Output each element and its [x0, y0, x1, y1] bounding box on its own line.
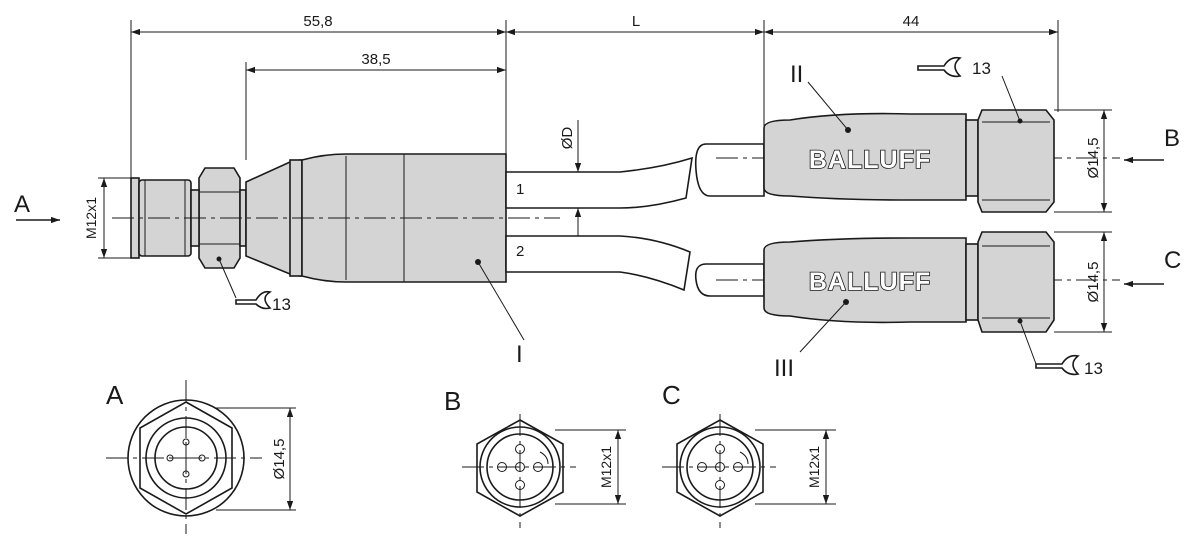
dim-female-length: 44	[903, 13, 920, 30]
dim-cable-length: L	[632, 13, 640, 30]
face-view-c	[662, 414, 776, 528]
dim-thread-male: M12x1	[83, 197, 99, 239]
dim-face-c: M12x1	[806, 446, 822, 488]
view-arrow-b: B	[1164, 125, 1180, 152]
part-splitter-label: I	[516, 341, 523, 368]
wrench-icon	[917, 56, 1021, 122]
face-label-b: B	[444, 386, 461, 416]
wrench-size-b: 13	[972, 59, 991, 78]
view-arrow-c: C	[1164, 247, 1181, 274]
dimension-lines	[130, 20, 1059, 180]
cables	[505, 143, 765, 297]
face-label-c: C	[662, 380, 681, 410]
dim-molded-length: 38,5	[361, 51, 390, 68]
face-view-a	[106, 380, 262, 534]
female-connector-b	[763, 109, 1055, 213]
part-connector-b-label: II	[790, 61, 803, 88]
wire-2-label: 2	[516, 243, 524, 260]
wrench-icon	[218, 258, 273, 310]
dim-wrench-c: Ø14,5	[1085, 262, 1102, 303]
dim-face-b: M12x1	[598, 446, 614, 488]
face-view-b	[462, 414, 576, 528]
female-connector-c	[763, 231, 1055, 333]
wrench-size-male: 13	[272, 295, 291, 314]
face-label-a: A	[106, 380, 124, 410]
dim-overall-male: 55,8	[303, 13, 332, 30]
dim-cable-diameter: ØD	[559, 127, 576, 150]
wire-1-label: 1	[516, 181, 524, 198]
part-connector-c-label: III	[774, 355, 794, 382]
brand-logo-bottom: BALLUFF	[809, 268, 931, 296]
brand-logo-top: BALLUFF	[809, 146, 931, 174]
dim-face-a: Ø14,5	[271, 439, 288, 480]
wrench-size-c: 13	[1084, 359, 1103, 378]
wrench-icon	[1019, 320, 1080, 376]
dim-wrench-b: Ø14,5	[1085, 138, 1102, 179]
view-arrow-a: A	[14, 191, 30, 218]
